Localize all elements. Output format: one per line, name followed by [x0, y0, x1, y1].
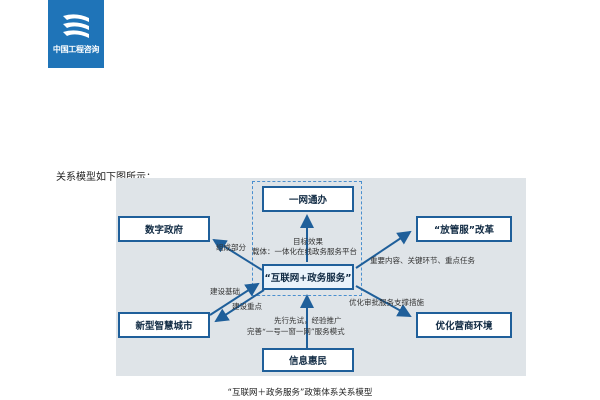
label-build-focus: 建设重点 — [232, 302, 262, 311]
company-logo: 中国工程咨询 — [48, 0, 104, 68]
node-top: 一网通办 — [262, 186, 354, 212]
node-bottom: 信息惠民 — [262, 348, 354, 372]
label-build-foundation: 建设基础 — [210, 287, 240, 296]
label-component: 组成部分 — [216, 243, 246, 252]
node-left-bottom: 新型智慧城市 — [118, 312, 210, 338]
node-left-top: 数字政府 — [118, 216, 210, 242]
label-target-effect: 目标效果 — [293, 237, 323, 246]
logo-emblem-icon — [63, 14, 89, 38]
node-center: “互联网+政务服务” — [262, 264, 354, 290]
label-carrier: 载体：一体化在线政务服务平台 — [252, 247, 357, 256]
arrow-center-to-right-bottom — [355, 285, 412, 317]
logo-text: 中国工程咨询 — [52, 45, 100, 54]
label-support-measures: 优化审批服务支撑措施 — [349, 298, 424, 307]
intro-text: 关系模型如下图所示： — [56, 172, 156, 183]
node-right-bottom: 优化营商环境 — [416, 312, 512, 338]
diagram-caption: “互联网＋政务服务”政策体系关系模型 — [227, 388, 373, 398]
label-pilot-1: 先行先试，经验推广 — [274, 316, 342, 325]
arrow-center-to-left-top — [212, 238, 263, 271]
label-pilot-2: 完善“一号一窗一网”服务模式 — [247, 327, 345, 336]
label-key-content: 重要内容、关键环节、重点任务 — [370, 256, 475, 265]
arrow-center-to-left-bottom — [214, 289, 265, 323]
node-right-top: “放管服”改革 — [416, 216, 512, 242]
arrow-center-to-right-top — [355, 230, 412, 269]
